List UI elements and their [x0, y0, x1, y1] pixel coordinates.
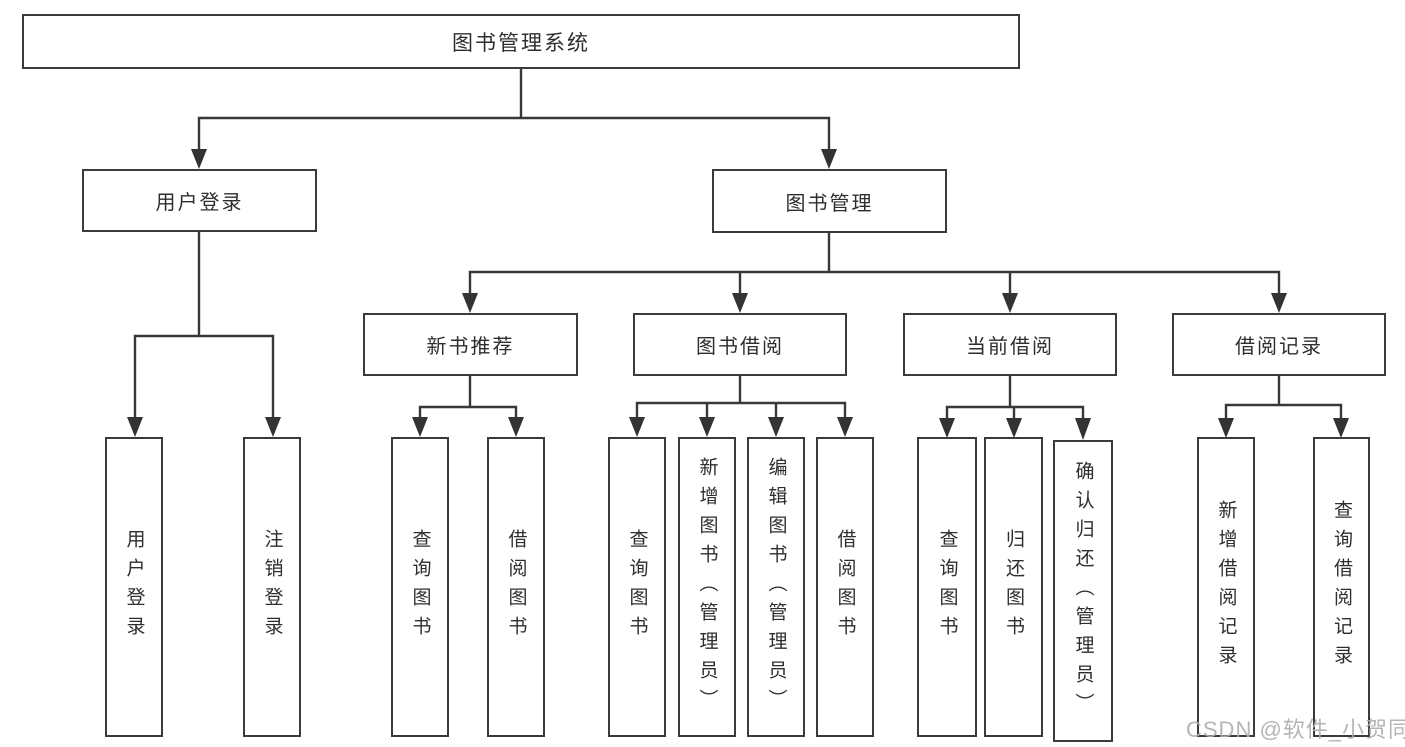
node-current-borrowing: 当前借阅: [903, 313, 1117, 376]
leaf-br-add-record: 新增借阅记录: [1197, 437, 1255, 737]
node-user-login: 用户登录: [82, 169, 317, 232]
csdn-watermark: CSDN @软件_小贺同学: [1186, 717, 1405, 742]
node-book-borrowing: 图书借阅: [633, 313, 847, 376]
leaf-bb-edit-books-admin: 编辑图书（管理员）: [747, 437, 805, 737]
leaf-logout: 注销登录: [243, 437, 301, 737]
leaf-bb-query-books: 查询图书: [608, 437, 666, 737]
leaf-cb-return-books: 归还图书: [984, 437, 1043, 737]
leaf-nbr-borrow-books: 借阅图书: [487, 437, 545, 737]
leaf-bb-add-books-admin: 新增图书（管理员）: [678, 437, 736, 737]
node-book-management: 图书管理: [712, 169, 947, 233]
node-root: 图书管理系统: [22, 14, 1020, 69]
node-borrowing-records: 借阅记录: [1172, 313, 1386, 376]
leaf-bb-borrow-books: 借阅图书: [816, 437, 874, 737]
leaf-nbr-query-books: 查询图书: [391, 437, 449, 737]
node-new-book-recommend: 新书推荐: [363, 313, 578, 376]
leaf-br-query-record: 查询借阅记录: [1313, 437, 1370, 737]
leaf-user-login: 用户登录: [105, 437, 163, 737]
leaf-cb-query-books: 查询图书: [917, 437, 977, 737]
leaf-cb-confirm-return-admin: 确认归还（管理员）: [1053, 440, 1113, 742]
